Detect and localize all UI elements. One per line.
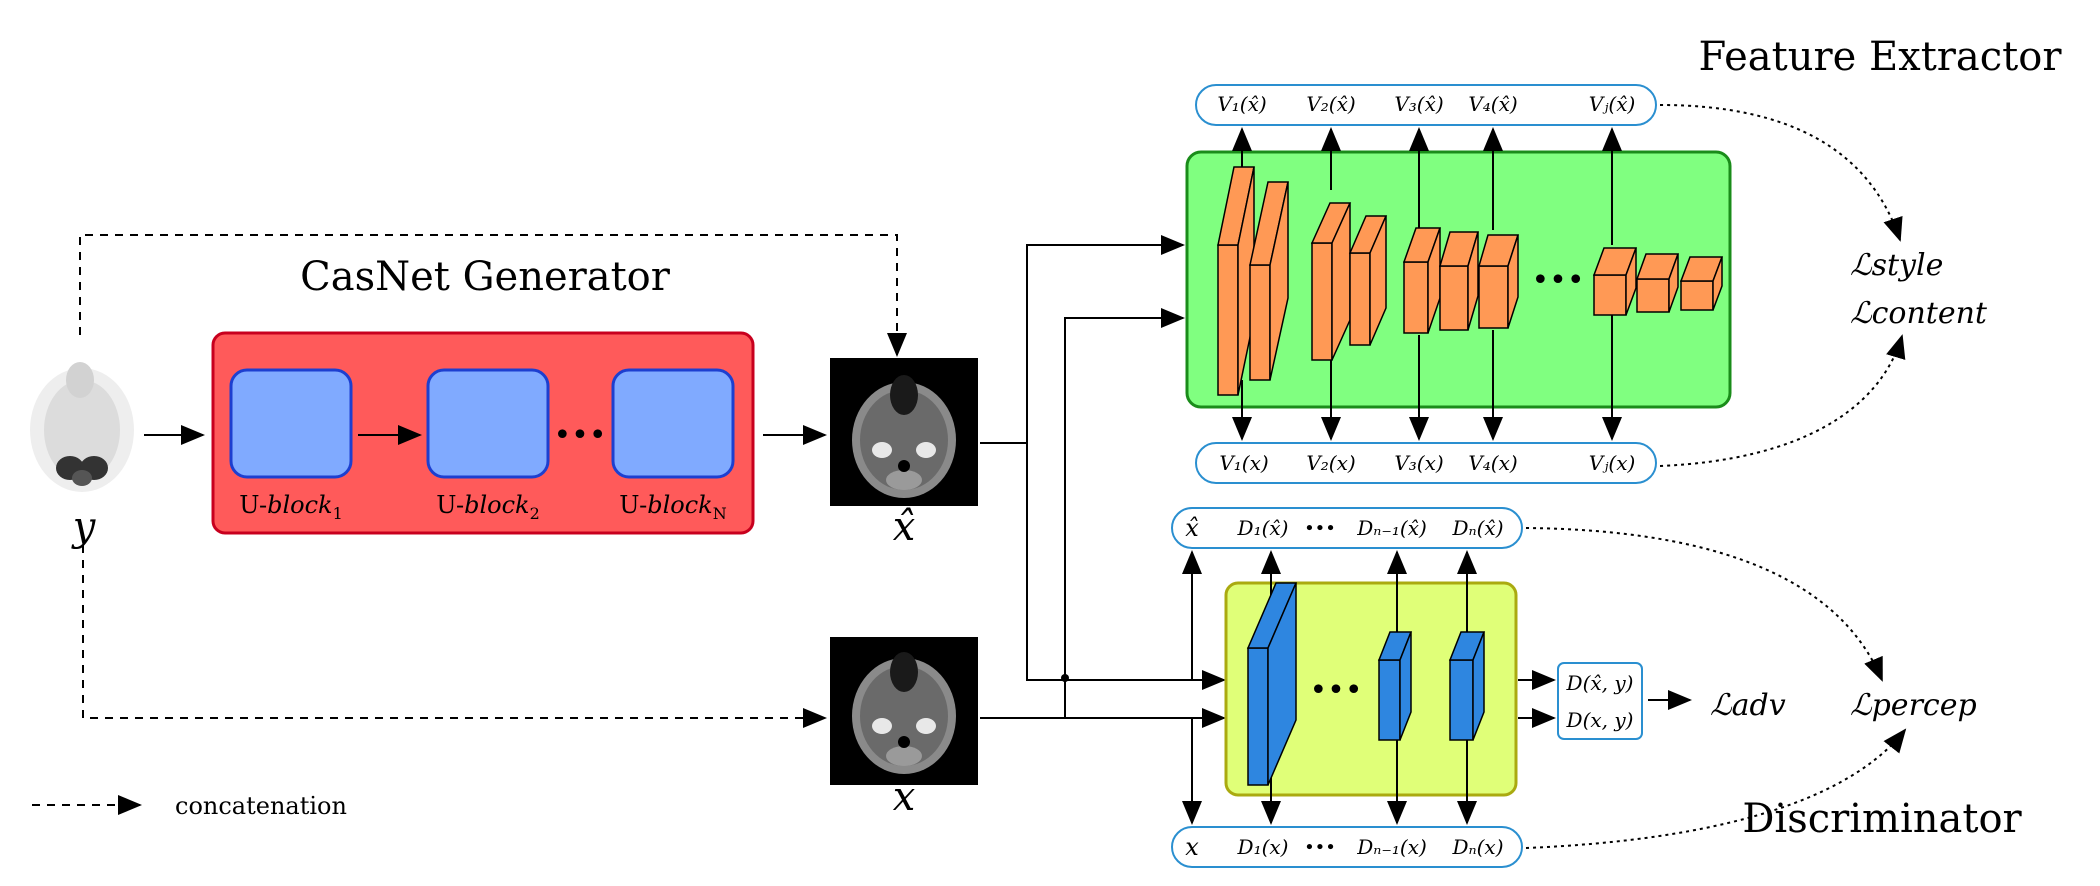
routing-lines [980,235,1226,728]
ublock-2 [426,368,550,479]
disc-layers [1246,582,1486,786]
ublock-n-label: U-blockN [619,491,726,523]
junction-dot [1061,674,1069,682]
input-label-y: y [71,504,97,550]
disc-top-d1: D₁(x̂) [1237,516,1289,540]
discriminator-box [1224,581,1518,797]
fe-layer-8 [1592,247,1638,316]
fe-layers [1217,166,1724,396]
generator-ellipsis: ••• [553,418,606,453]
disc-ellipsis: ••• [1309,673,1362,708]
disc-top-dn: Dₙ(x̂) [1451,516,1503,540]
fe-bottom-feature-1: V₁(x) [1219,451,1268,475]
loss-style: ℒstyle [1850,248,1943,283]
fe-layer-4 [1348,215,1388,346]
ublock-1 [229,368,353,479]
ublock-1-label: U-block1 [239,491,343,523]
loss-content: ℒcontent [1850,296,1988,331]
real-label: x [893,774,916,820]
loss-adv: ℒadv [1710,688,1786,723]
fe-top-feature-j: Vⱼ(x̂) [1589,92,1636,116]
loss-curves [1525,104,1907,849]
fe-top-feature-2: V₂(x̂) [1306,92,1355,116]
disc-bottom-d1: D₁(x) [1237,835,1289,859]
disc-output-real: D(x, y) [1566,708,1634,732]
fe-top-feature-3: V₃(x̂) [1394,92,1443,116]
disc-layer-2 [1377,631,1413,741]
disc-top-ellipsis: ••• [1304,518,1336,539]
real-ct-image [830,637,978,785]
fe-bottom-feature-4: V₄(x) [1468,451,1517,475]
disc-top-dn-1: Dₙ₋₁(x̂) [1356,516,1427,540]
disc-layer-1 [1246,582,1298,786]
feature-extractor-title: Feature Extractor [1699,34,2063,80]
disc-top-pill [1171,507,1523,549]
disc-output-box [1557,662,1643,740]
fe-layer-3 [1310,202,1352,361]
fe-layer-7 [1478,234,1520,329]
fe-layer-9 [1635,253,1680,313]
generator-title: CasNet Generator [300,254,671,300]
concat-paths [79,234,907,728]
fe-bottom-feature-2: V₂(x) [1306,451,1355,475]
fe-bottom-pill [1195,442,1657,484]
disc-bottom-ellipsis: ••• [1304,837,1336,858]
ublock-n [611,368,735,479]
legend-concatenation: concatenation [175,792,347,820]
fe-feature-arrows [1232,127,1622,441]
fe-top-feature-1: V₁(x̂) [1217,92,1266,116]
disc-layer-3 [1448,631,1486,741]
loss-percep: ℒpercep [1850,688,1977,723]
generated-ct-image [830,358,978,506]
disc-bottom-pill [1171,826,1523,868]
disc-top-input: x̂ [1185,514,1199,542]
fe-layer-2 [1249,181,1289,381]
disc-bottom-dn: Dₙ(x) [1451,835,1503,859]
fe-layer-10 [1679,256,1724,311]
ublock-2-label: U-block2 [436,491,540,523]
fe-layer-5 [1402,227,1442,334]
input-image-y [30,362,134,492]
generated-label: x̂ [893,504,916,550]
fe-ellipsis: ••• [1531,263,1584,298]
discriminator-title: Discriminator [1742,796,2022,842]
disc-bottom-dn-1: Dₙ₋₁(x) [1356,835,1427,859]
fe-top-pill [1195,84,1657,126]
fe-bottom-feature-j: Vⱼ(x) [1589,451,1636,475]
fe-layer-6 [1438,231,1480,331]
disc-bottom-input: x [1185,833,1199,861]
fe-top-feature-4: V₄(x̂) [1468,92,1517,116]
fe-layer-1 [1217,166,1255,396]
fe-bottom-feature-3: V₃(x) [1394,451,1443,475]
disc-output-fake: D(x̂, y) [1566,671,1634,695]
